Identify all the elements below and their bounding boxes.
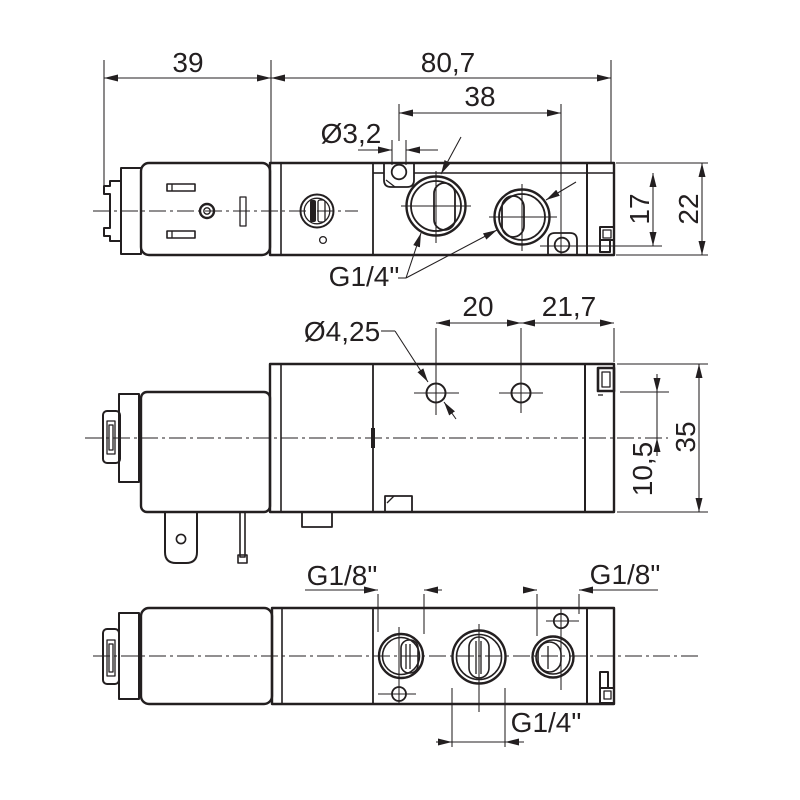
override-slot2 (317, 199, 326, 223)
mount-hole-1 (390, 163, 408, 181)
override-inner (303, 197, 331, 225)
label-ports-g14: G1/4" (329, 261, 400, 292)
port-c-inner (535, 639, 571, 675)
dim-hole-dia-side: Ø4,25 (304, 316, 380, 347)
dim-hole-spacing: 38 (464, 81, 495, 112)
latch-bottom-b (599, 687, 615, 704)
knurled-ring-side (118, 393, 140, 483)
leader-dia425-b (443, 401, 457, 420)
exhaust-block-side (384, 495, 413, 513)
dim-coil-length: 39 (172, 47, 203, 78)
mount-hole-2 (553, 236, 571, 254)
leader-g14-port2 (405, 229, 498, 279)
port-a-slot (400, 639, 419, 674)
nub-slot2-bottom (108, 643, 114, 673)
dim-overall-length: 80,7 (421, 47, 476, 78)
dim-hole-spacing-side: 20 (462, 291, 493, 322)
nub-slot-side (106, 420, 116, 455)
clip-inner-side (601, 371, 611, 388)
coil-slot-lower (166, 230, 196, 239)
latch-bottom-a (599, 671, 609, 689)
coil-rib (239, 196, 247, 227)
pin-terminal (239, 511, 246, 558)
connector-nub-side (102, 410, 121, 464)
latch-top-c (599, 239, 611, 253)
leader-g14-port1 (405, 232, 422, 279)
knurled-ring-bottom (118, 612, 140, 700)
connector-nub-top (103, 180, 121, 242)
leader-dia425-a (394, 330, 429, 383)
valve-body-side (268, 362, 616, 514)
latch-bottom-c (603, 690, 612, 700)
leader-port1-top (440, 136, 462, 175)
mount-notch-1-chamfer (385, 179, 396, 188)
port-c-slot (537, 641, 562, 673)
clip-outer-side (596, 366, 616, 393)
top-view: 39 80,7 38 Ø3,2 17 22 G1/4" (93, 47, 708, 292)
port-c-outer (531, 635, 575, 679)
bottom-view: G1/8" G1/8" G1/4" (93, 559, 700, 747)
override-outer (299, 193, 335, 229)
coil-slot-upper (166, 183, 196, 192)
port-a-inner (381, 636, 421, 676)
latch-top-b (602, 229, 612, 239)
dim-end-offset: 21,7 (542, 291, 597, 322)
label-port-right-g18: G1/8" (590, 559, 661, 590)
label-port-left-g18: G1/8" (307, 560, 378, 591)
exhaust-block-chamfer (386, 495, 395, 504)
coil-body-top (139, 161, 272, 257)
spade-terminal-hole (175, 533, 187, 545)
port-a-outer (377, 632, 425, 680)
valve-body-bottom (270, 606, 616, 706)
nub-slot2-side (108, 424, 114, 451)
pin-terminal-foot (237, 554, 248, 564)
mount-notch-2 (547, 232, 578, 255)
spade-terminal (164, 512, 198, 564)
dim-body-width: 22 (673, 193, 704, 224)
coil-screw-outer (198, 202, 216, 220)
side-view: 20 21,7 Ø4,25 10,5 35 (85, 291, 708, 564)
dim-port-offset: 17 (624, 193, 655, 224)
leader-port2-top (545, 181, 577, 201)
coil-screw-inner (203, 207, 211, 215)
dim-axis-offset: 10,5 (627, 442, 658, 497)
pilot-hole (318, 235, 328, 245)
dim-hole-dia: Ø3,2 (321, 118, 382, 149)
override-block-side (301, 511, 333, 528)
override-slot (310, 200, 316, 222)
mount-notch-1 (383, 164, 415, 188)
nub-slot-bottom (106, 639, 116, 677)
label-port-center-g14: G1/4" (511, 707, 582, 738)
dim-body-height: 35 (670, 421, 701, 452)
coil-body-side (139, 390, 272, 514)
